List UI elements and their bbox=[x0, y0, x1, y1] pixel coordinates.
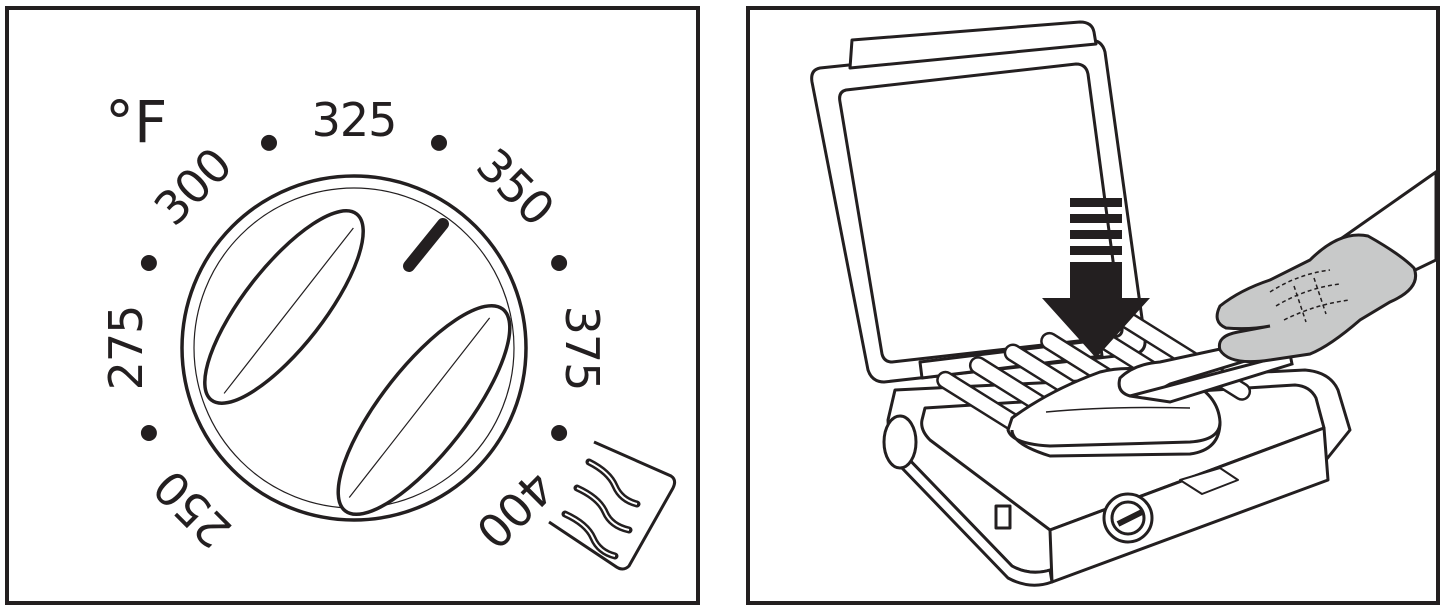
temperature-knob[interactable] bbox=[180, 174, 537, 537]
dial-scale-dots bbox=[140, 134, 568, 441]
dial-temp-375: 375 bbox=[555, 306, 609, 391]
dial-dot bbox=[261, 134, 277, 151]
grill-control-knob[interactable] bbox=[1102, 492, 1154, 544]
grill-illustration bbox=[810, 20, 1436, 587]
dial-dot bbox=[431, 134, 447, 151]
dial-temp-325: 325 bbox=[312, 93, 397, 147]
knob-indicator bbox=[403, 218, 449, 272]
dial-dot bbox=[140, 255, 157, 271]
dial-dot bbox=[551, 425, 568, 441]
bacon-icon bbox=[548, 440, 677, 571]
oven-mitt-icon bbox=[1215, 170, 1436, 364]
dial-temp-400: 400 bbox=[466, 460, 564, 558]
dial-temp-350: 350 bbox=[466, 138, 564, 236]
down-arrow-icon bbox=[1042, 198, 1150, 358]
grill-lid bbox=[810, 20, 1147, 384]
dial-dot bbox=[140, 425, 157, 441]
grill-panel bbox=[746, 6, 1440, 605]
dial-temp-275: 275 bbox=[99, 306, 153, 391]
unit-label: °F bbox=[105, 88, 167, 156]
dial-dot bbox=[551, 255, 568, 271]
grill-logo-badge bbox=[1179, 467, 1239, 495]
dial-temp-250: 250 bbox=[144, 460, 242, 558]
